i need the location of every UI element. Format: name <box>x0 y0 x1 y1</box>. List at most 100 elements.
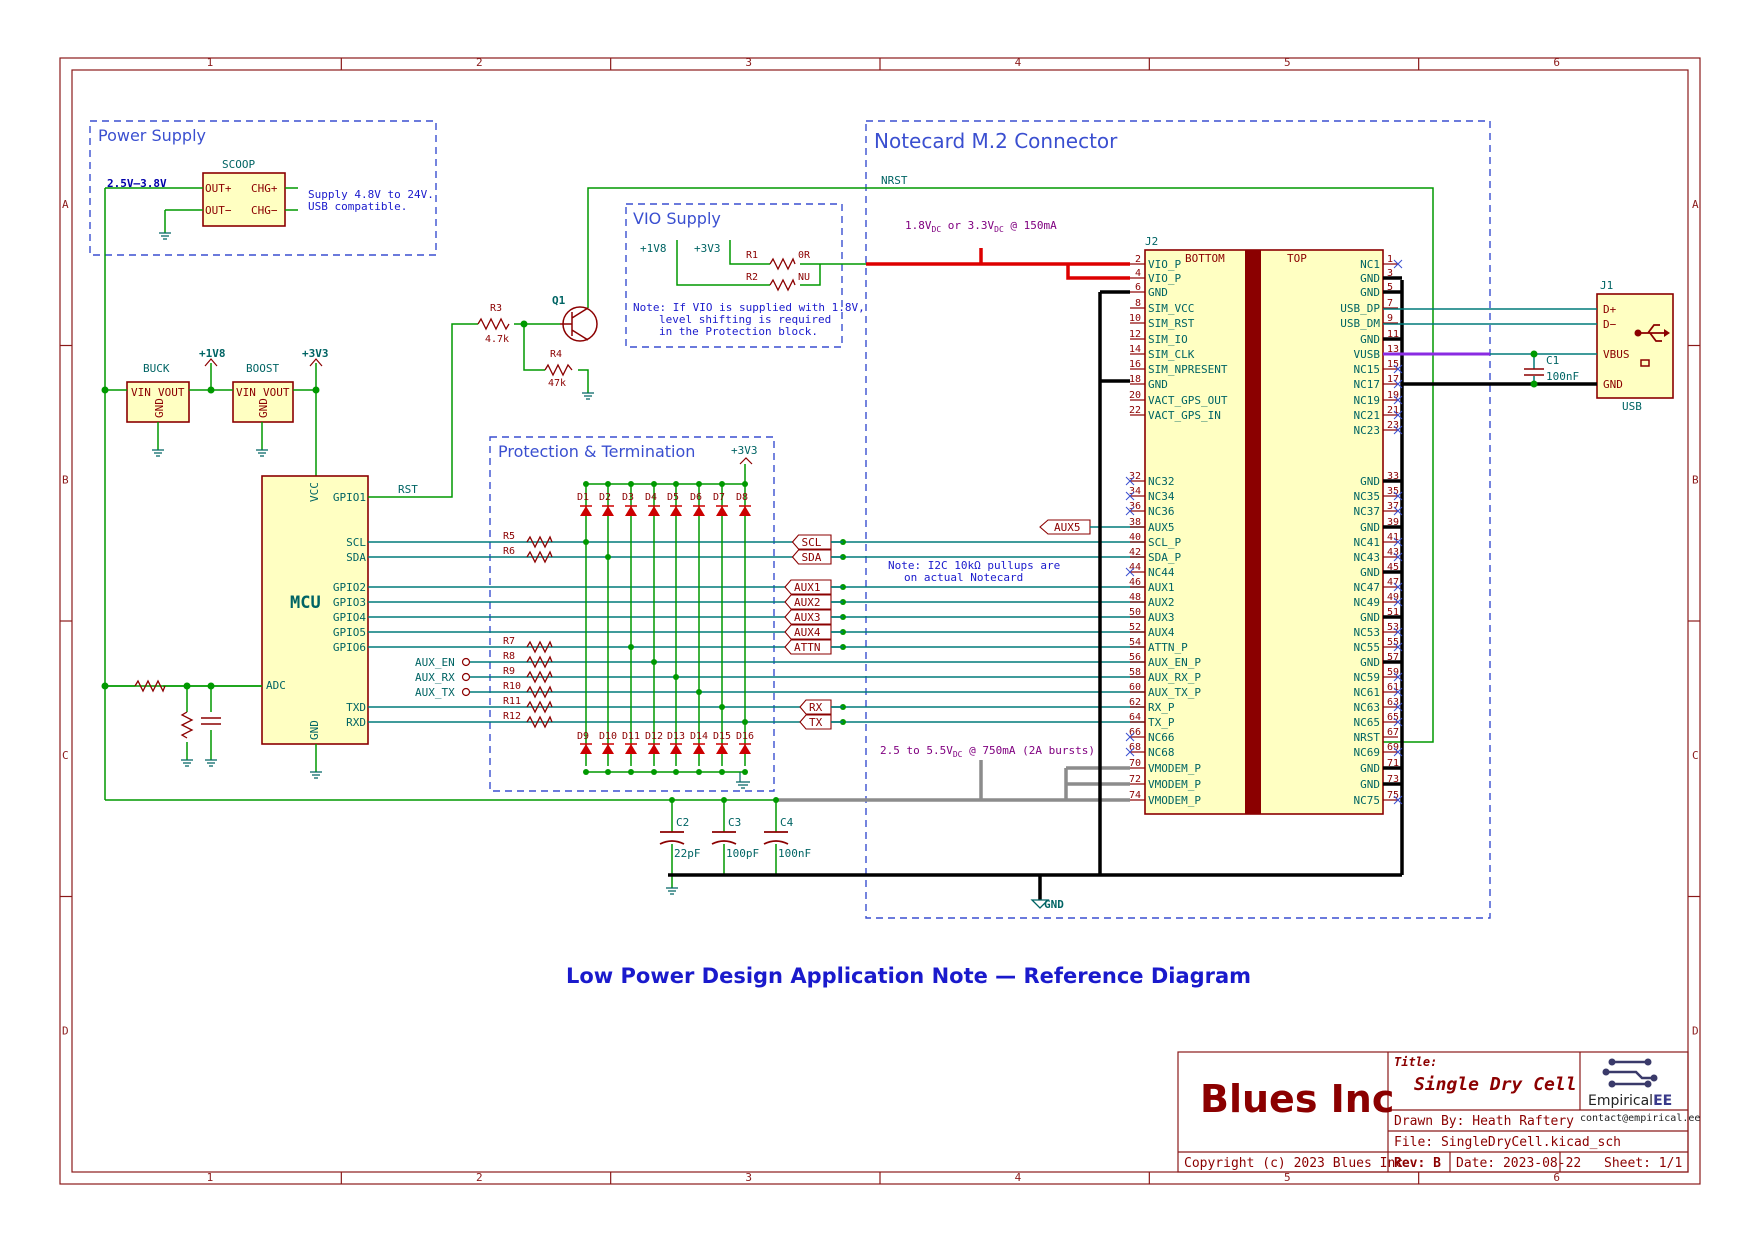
j2-right-pin-name: NC43 <box>1354 551 1381 564</box>
net-label-text: TX <box>809 716 823 729</box>
j2-right-pin-number: 49 <box>1387 592 1399 603</box>
tvs-diode-bottom <box>580 744 592 754</box>
net-label-text: AUX5 <box>1054 521 1081 534</box>
tvs-diode-top <box>716 506 728 516</box>
zone-col-label: 2 <box>476 1171 483 1184</box>
buck-pin-vin: VIN <box>131 386 151 399</box>
scoop-pin-outn: OUT− <box>205 204 232 217</box>
j2-right-pin-number: 39 <box>1387 517 1399 528</box>
r1-value: 0R <box>798 250 811 261</box>
vio-supply-box <box>625 203 843 348</box>
tvs-diode-bottom <box>670 744 682 754</box>
tvs-diode-top <box>625 506 637 516</box>
j2-right-pin-number: 67 <box>1387 727 1399 738</box>
zone-col-label: 1 <box>207 1171 214 1184</box>
buck-body <box>126 381 190 423</box>
mcu-pin-vcc: VCC <box>308 482 321 502</box>
j2-right-pin-number: 43 <box>1387 547 1399 558</box>
vio-power-rail <box>866 248 1130 280</box>
j2-left-pin-number: 58 <box>1129 667 1141 678</box>
junction <box>696 769 702 775</box>
buck-pin-gnd: GND <box>153 398 166 418</box>
j2-left-pin-name: SCL_P <box>1148 536 1181 549</box>
rail-1v8-label: +1V8 <box>199 347 226 360</box>
diode-ref-bottom: D14 <box>690 731 708 742</box>
j2-left-pin-name: AUX2 <box>1148 596 1175 609</box>
junction <box>183 682 191 690</box>
mcu-pin-scl: SCL <box>346 536 366 549</box>
r3-value: 4.7k <box>485 334 509 345</box>
capacitor-ref: C2 <box>676 816 689 829</box>
j2-left-pin-name: AUX5 <box>1148 521 1175 534</box>
svg-text:EmpiricalEE: EmpiricalEE <box>1588 1093 1672 1109</box>
net-label-text: SCL <box>802 536 822 549</box>
zone-row-label: C <box>62 749 69 762</box>
j2-right-pin-number: 73 <box>1387 774 1399 785</box>
junction <box>101 682 109 690</box>
zone-row-label: D <box>1692 1024 1699 1037</box>
connector-top-label: TOP <box>1287 252 1307 265</box>
capacitor-symbol <box>711 831 737 845</box>
mcu-pin-gpio1: GPIO1 <box>333 491 366 504</box>
diode-ref-top: D7 <box>713 492 725 503</box>
junction <box>719 481 725 487</box>
j2-right-pin-number: 1 <box>1387 254 1393 265</box>
j2-right-pin-name: NC55 <box>1354 641 1381 654</box>
boost-pin-vin: VIN <box>236 386 256 399</box>
scoop-note-2: USB compatible. <box>308 200 407 213</box>
junction <box>605 481 611 487</box>
j2-left-pin-number: 16 <box>1129 359 1141 370</box>
j2-right-pin-name: NC69 <box>1354 746 1381 759</box>
tvs-diode-top <box>580 506 592 516</box>
q1-gnd-symbol <box>582 392 594 400</box>
protection-box-title: Protection & Termination <box>498 442 695 461</box>
net-label-text: SDA <box>802 551 822 564</box>
j2-left-pin-number: 42 <box>1129 547 1141 558</box>
junction <box>605 769 611 775</box>
power-supply-box <box>89 120 437 256</box>
scoop-wires <box>104 187 298 800</box>
tvs-diode-bottom <box>602 744 614 754</box>
usb-data-wires <box>1383 308 1597 325</box>
j2-right-pin-name: NC41 <box>1354 536 1381 549</box>
j2-left-pin-number: 46 <box>1129 577 1141 588</box>
j2-right-pin-name: NC65 <box>1354 716 1381 729</box>
zone-row-label: B <box>62 473 69 486</box>
protection-rail-label: +3V3 <box>731 444 758 457</box>
j2-left-pin-number: 68 <box>1129 742 1141 753</box>
j2-right-pin-name: NC63 <box>1354 701 1381 714</box>
junction <box>669 797 675 803</box>
adc-series-resistor <box>134 679 166 693</box>
title-label: Title: <box>1394 1055 1437 1069</box>
vio-rail-3v3: +3V3 <box>694 242 721 255</box>
diode-ref-top: D5 <box>667 492 679 503</box>
protection-resistor <box>526 700 553 714</box>
diode-ref-top: D6 <box>690 492 702 503</box>
j2-right-pin-name: VUSB <box>1354 348 1381 361</box>
vmodem-rail <box>778 760 1130 802</box>
j2-right-pin-name: GND <box>1360 611 1380 624</box>
diode-ref-bottom: D12 <box>645 731 663 742</box>
j2-left-pin-number: 66 <box>1129 727 1141 738</box>
connector-j2-divider <box>1245 250 1261 814</box>
j2-right-pin-name: NC1 <box>1360 258 1380 271</box>
j2-right-pin-name: GND <box>1360 566 1380 579</box>
tvs-diode-top <box>602 506 614 516</box>
net-label-text: AUX4 <box>794 626 821 639</box>
q1-symbol <box>560 307 589 341</box>
i2c-note-1: Note: I2C 10kΩ pullups are <box>888 559 1060 572</box>
capacitor-value: 100pF <box>726 847 759 860</box>
tvs-diode-bottom <box>625 744 637 754</box>
net-label-text: RX <box>809 701 823 714</box>
protection-gnd-symbol <box>736 772 750 789</box>
j2-right-pin-number: 59 <box>1387 667 1399 678</box>
diode-ref-top: D1 <box>577 492 589 503</box>
protection-resistor <box>526 715 553 729</box>
diode-ref-bottom: D11 <box>622 731 640 742</box>
j2-left-pin-name: VIO_P <box>1148 258 1181 271</box>
protection-resistor-ref: R10 <box>503 681 521 692</box>
usb-pin-dm: D− <box>1603 318 1617 331</box>
j2-right-pin-number: 5 <box>1387 282 1393 293</box>
j2-right-pin-number: 21 <box>1387 405 1399 416</box>
